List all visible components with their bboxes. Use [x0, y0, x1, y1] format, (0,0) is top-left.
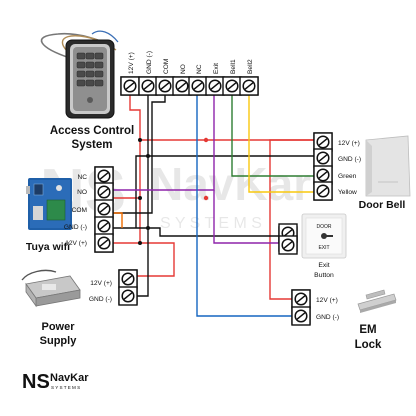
wire-12v [129, 86, 322, 141]
wire-gnd [135, 155, 148, 228]
svg-text:Yellow: Yellow [338, 189, 357, 196]
svg-text:12V (+): 12V (+) [316, 297, 338, 304]
terminal-label-bell2: Bell2 [247, 59, 254, 74]
svg-text:COM: COM [72, 207, 87, 214]
wire-crossing-dots [203, 137, 209, 201]
wire-exit [213, 190, 288, 244]
brand-name: NavKar [50, 372, 89, 384]
exit-button-device [301, 213, 347, 259]
svg-text:Green: Green [338, 173, 357, 180]
svg-text:GND (-): GND (-) [64, 224, 87, 231]
power-supply-label-line2: Supply [40, 335, 78, 347]
exit-plate-text: DOOR [317, 224, 332, 230]
svg-text:NavKar: NavKar [150, 158, 311, 210]
tuya-terminal-labels: NC NO COM GND (-) 12V (+) [64, 174, 87, 247]
terminal-label-bell1: Bell1 [230, 59, 237, 74]
em-lock-device [357, 289, 397, 313]
terminal-label-exit: Exit [213, 63, 220, 74]
wire-gnd [148, 227, 288, 237]
power-supply-terminal-block [118, 269, 138, 306]
terminal-label-gnd: GND (-) [146, 51, 153, 74]
svg-text:12V (+): 12V (+) [90, 280, 112, 287]
wire-com [104, 86, 166, 214]
power-supply-terminal-labels: 12V (+) GND (-) [89, 280, 112, 303]
wires [104, 86, 322, 317]
wire-junctions [138, 138, 150, 245]
svg-text:NC: NC [77, 174, 87, 181]
controller-label-line2: System [72, 139, 113, 151]
wire-gnd [147, 86, 322, 157]
controller-label: Access Control [50, 125, 134, 137]
svg-text:S Y S T E M S: S Y S T E M S [160, 215, 262, 232]
door-bell-label: Door Bell [359, 199, 406, 211]
controller-terminal-block [120, 76, 259, 96]
svg-text:GND (-): GND (-) [316, 314, 339, 321]
keypad-device [40, 30, 119, 119]
power-supply-label: Power [41, 321, 75, 333]
tuya-module [26, 178, 72, 230]
door-bell-terminal-block [313, 132, 333, 201]
wire-12v [128, 242, 175, 277]
terminal-label-nc: NC [196, 64, 203, 74]
em-lock-label: EM [359, 324, 376, 336]
exit-plate-text-line2: EXIT [318, 245, 329, 251]
controller-terminal-labels: 12V (+) GND (-) COM NO NC Exit Bell1 Bel… [128, 51, 254, 74]
terminal-label-no: NO [180, 64, 187, 74]
wire-lock [196, 86, 300, 317]
exit-button-label: Exit [318, 262, 329, 269]
door-bell-device [365, 135, 411, 197]
power-supply-device [21, 269, 81, 308]
em-lock-terminal-block [291, 289, 311, 326]
wire-bell1 [231, 86, 322, 177]
terminal-label-12v: 12V (+) [128, 52, 135, 74]
terminal-label-com: COM [163, 59, 170, 74]
em-lock-label-line2: Lock [355, 339, 382, 351]
svg-text:GND (-): GND (-) [338, 156, 361, 163]
brand-tagline: SYSTEMS [51, 385, 81, 390]
tuya-terminal-block [94, 166, 114, 253]
svg-text:GND (-): GND (-) [89, 296, 112, 303]
exit-button-terminal-block [278, 223, 298, 255]
tuya-label: Tuya wifi [26, 241, 70, 253]
em-lock-terminal-labels: 12V (+) GND (-) [316, 297, 339, 321]
svg-text:12V (+): 12V (+) [338, 140, 360, 147]
door-bell-terminal-labels: 12V (+) GND (-) Green Yellow [338, 140, 361, 196]
svg-text:12V (+): 12V (+) [65, 240, 87, 247]
wire-12v [269, 139, 322, 300]
brand-mark: NS [22, 371, 50, 393]
brand-logo: NS NavKar SYSTEMS [22, 371, 89, 393]
wire-bell2 [248, 86, 322, 193]
svg-text:NO: NO [77, 189, 87, 196]
exit-button-label-line2: Button [314, 272, 334, 279]
